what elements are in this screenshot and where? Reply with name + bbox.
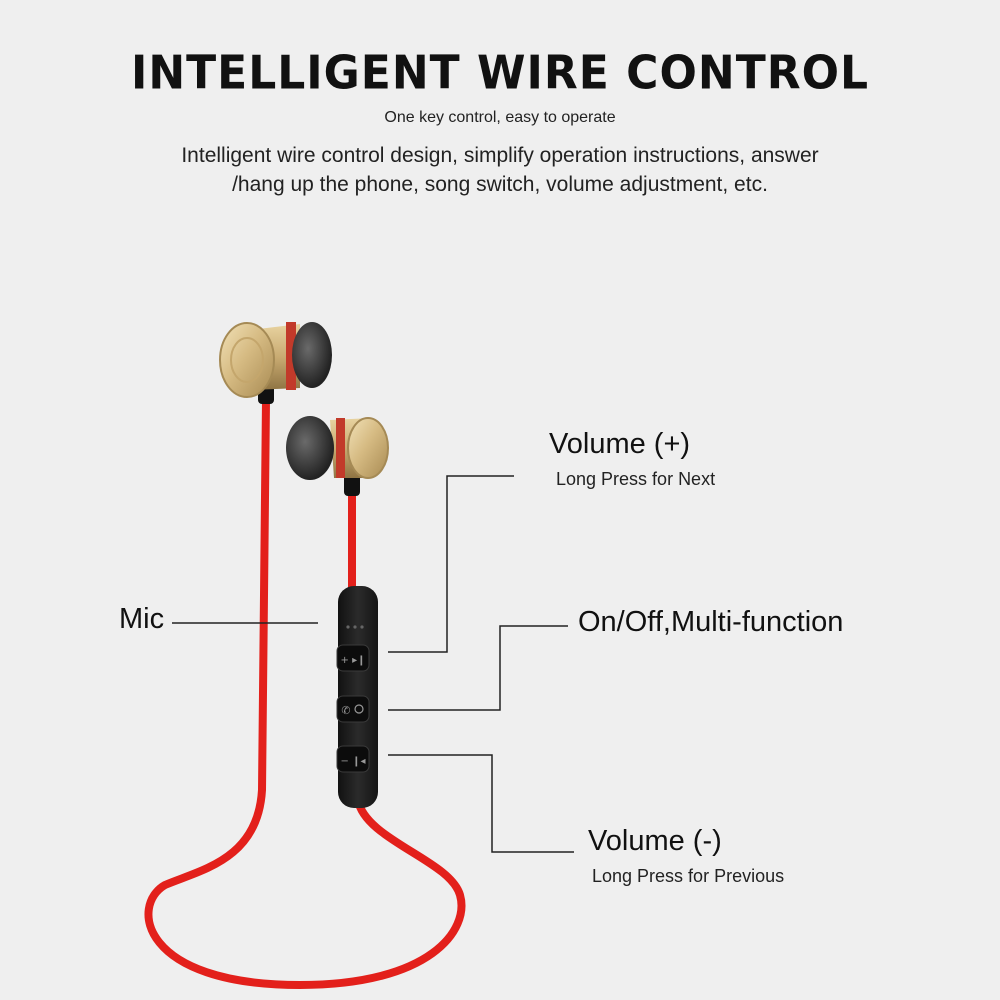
leader-volume-down [388,754,574,853]
callout-multi-function-label: On/Off,Multi-function [578,606,844,638]
cable [144,396,466,990]
callout-volume-up-sub: Long Press for Next [556,469,716,489]
description-line-1: Intelligent wire control design, simplif… [181,144,819,167]
callout-volume-down-label: Volume (-) [588,825,722,857]
callout-volume-down-sub: Long Press for Previous [592,866,785,886]
description: Intelligent wire control design, simplif… [140,141,860,199]
callout-mic-label: Mic [119,603,165,635]
volume-up-button[interactable]: + ▸❙ [336,644,370,672]
remote-control: + ▸❙ ✆ − ❙◂ [336,586,378,808]
volume-down-symbols: − ❙◂ [341,756,366,767]
earbud-right [286,416,389,496]
description-line-2: /hang up the phone, song switch, volume … [232,173,768,196]
leader-multi-function [388,625,568,711]
phone-icon: ✆ [341,704,350,717]
leader-volume-up [388,475,514,653]
leader-lines [172,475,574,853]
multi-function-button[interactable]: ✆ [336,695,370,723]
volume-up-symbols: + ▸❙ [341,655,366,666]
cable-left [144,396,466,990]
volume-down-button[interactable]: − ❙◂ [336,745,370,773]
power-icon [354,704,364,714]
page-heading: INTELLIGENT WIRE CONTROL [130,46,870,101]
page-subheading: One key control, easy to operate [384,109,616,126]
callout-volume-up-label: Volume (+) [549,428,691,460]
earbud-left [219,322,332,404]
